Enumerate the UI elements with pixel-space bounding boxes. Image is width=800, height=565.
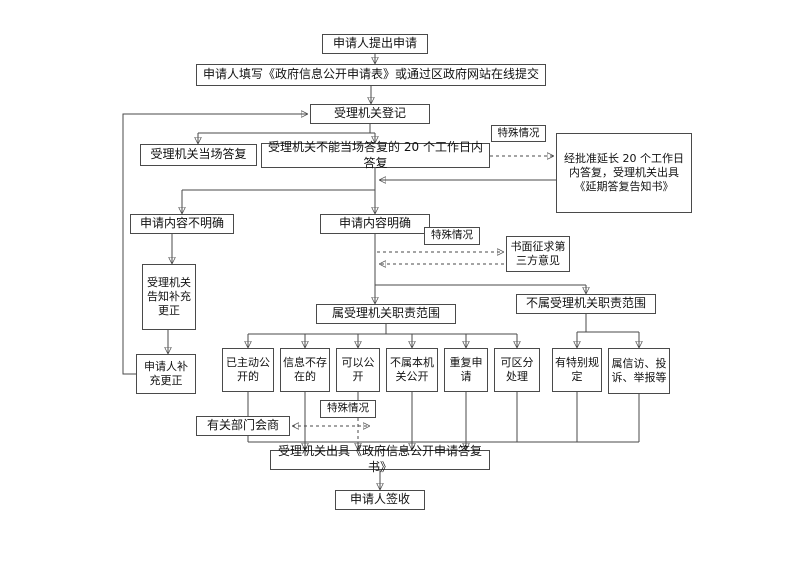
node-can-disclose: 可以公开 bbox=[336, 348, 380, 392]
node-special-case-3: 特殊情况 bbox=[320, 400, 376, 418]
node-third-party: 书面征求第三方意见 bbox=[506, 236, 570, 272]
node-reply-letter: 受理机关出具《政府信息公开申请答复书》 bbox=[270, 444, 490, 474]
node-duplicate: 重复申请 bbox=[444, 348, 488, 392]
node-not-exist: 信息不存在的 bbox=[280, 348, 330, 392]
node-not-this-organ: 不属本机关公开 bbox=[386, 348, 438, 392]
node-petition: 属信访、投诉、举报等 bbox=[608, 348, 670, 394]
node-content-clear: 申请内容明确 bbox=[320, 214, 430, 234]
node-special-case-1: 特殊情况 bbox=[491, 125, 546, 142]
node-already-public: 已主动公开的 bbox=[222, 348, 274, 392]
node-applicant-correct: 申请人补充更正 bbox=[136, 354, 196, 394]
node-content-unclear: 申请内容不明确 bbox=[130, 214, 234, 234]
node-special-rule: 有特别规定 bbox=[552, 348, 602, 392]
node-separable: 可区分处理 bbox=[494, 348, 540, 392]
node-deferred-reply: 受理机关不能当场答复的 20 个工作日内答复 bbox=[261, 140, 490, 170]
node-extension: 经批准延长 20 个工作日内答复，受理机关出具《延期答复告知书》 bbox=[556, 133, 692, 213]
node-in-scope: 属受理机关职责范围 bbox=[316, 304, 456, 324]
node-consult: 有关部门会商 bbox=[196, 416, 290, 436]
node-submit: 申请人提出申请 bbox=[322, 34, 428, 54]
node-register: 受理机关登记 bbox=[310, 104, 430, 124]
node-onspot-reply: 受理机关当场答复 bbox=[140, 144, 257, 166]
connector-loop-to-register bbox=[122, 114, 308, 375]
node-out-of-scope: 不属受理机关职责范围 bbox=[516, 294, 656, 314]
node-fill-form: 申请人填写《政府信息公开申请表》或通过区政府网站在线提交 bbox=[196, 64, 546, 86]
node-notify-correct: 受理机关告知补充更正 bbox=[142, 264, 196, 330]
node-sign-receipt: 申请人签收 bbox=[335, 490, 425, 510]
node-special-case-2: 特殊情况 bbox=[424, 227, 480, 245]
